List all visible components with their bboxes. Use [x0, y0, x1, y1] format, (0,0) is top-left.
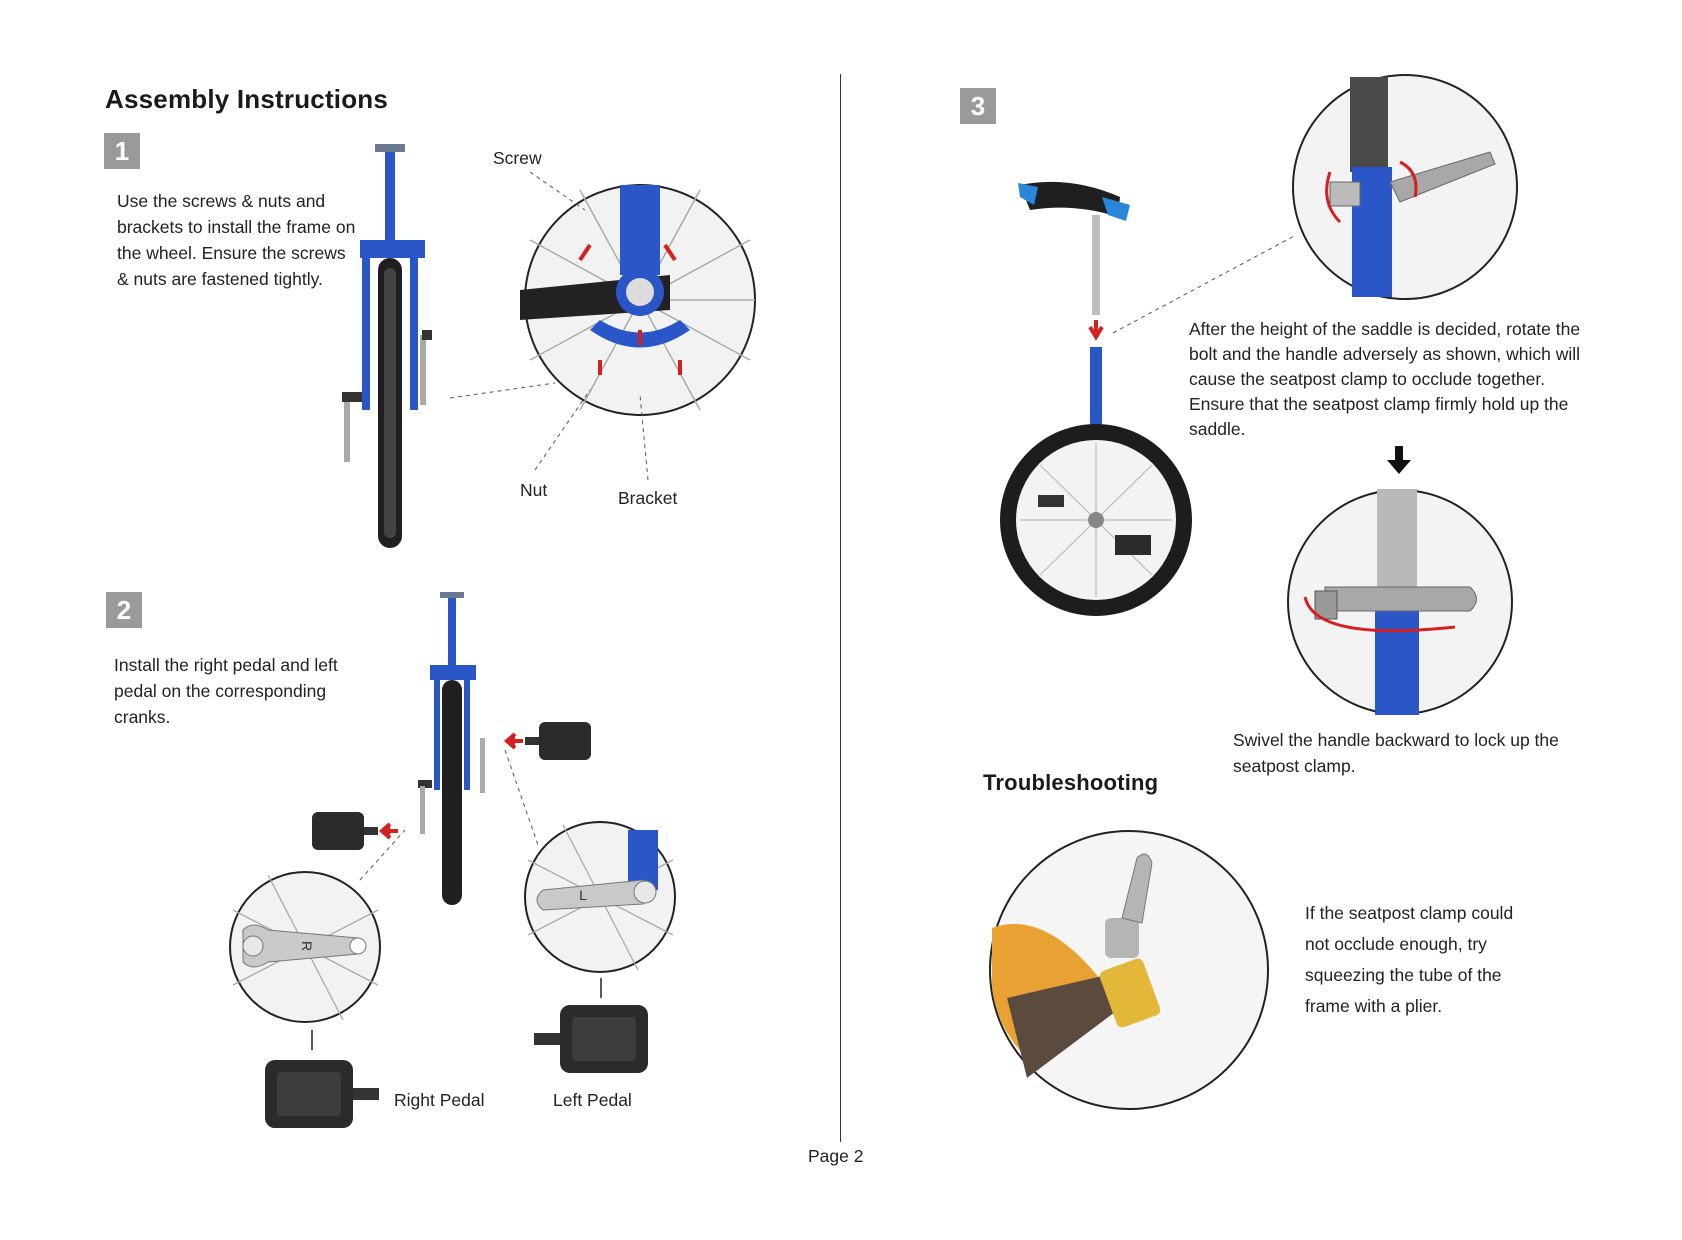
troubleshooting-heading: Troubleshooting: [983, 770, 1159, 795]
unicycle-front-view-illustration: [342, 144, 432, 548]
step-2-badge: 2: [106, 592, 142, 628]
left-crank-detail-circle: L: [524, 821, 676, 973]
frame-bracket-detail-circle: [520, 184, 756, 416]
seatpost-clamp-lock-detail-circle: [1287, 489, 1513, 715]
left-side-pedal-icon: [312, 812, 398, 850]
left-pedal-label: Left Pedal: [553, 1090, 632, 1110]
crank-right-mark: R: [299, 941, 315, 951]
right-crank-detail-circle: R: [229, 871, 381, 1023]
down-arrow-icon: [1387, 446, 1411, 474]
seatpost-clamp-rotate-detail-circle: [1292, 74, 1518, 300]
callout-line-step-3: [1112, 234, 1297, 334]
right-side-pedal-icon: [503, 722, 591, 760]
step-2-instructions: Install the right pedal and left pedal o…: [114, 655, 338, 727]
crank-left-mark: L: [579, 887, 587, 903]
step-3-instructions: After the height of the saddle is decide…: [1189, 319, 1581, 439]
page-title: Assembly Instructions: [105, 84, 389, 114]
screw-label: Screw: [493, 148, 542, 168]
page-number: Page 2: [808, 1146, 864, 1166]
callout-lines-step-1: [449, 171, 649, 481]
assembled-unicycle-illustration: [1000, 181, 1192, 616]
troubleshooting-text: If the seatpost clamp could not occlude …: [1305, 903, 1514, 1016]
step-3-badge: 3: [960, 88, 996, 124]
callout-lines-step-2: [311, 749, 602, 1050]
page-divider: [840, 74, 841, 1142]
unicycle-pedal-install-illustration: [418, 592, 485, 905]
bracket-label: Bracket: [618, 488, 678, 508]
step-3-swivel-text: Swivel the handle backward to lock up th…: [1233, 730, 1559, 776]
plier-squeeze-detail-circle: [989, 830, 1269, 1110]
nut-label: Nut: [520, 480, 548, 500]
right-pedal-label: Right Pedal: [394, 1090, 485, 1110]
left-pedal-icon: [534, 1005, 648, 1073]
step-1-badge: 1: [104, 133, 140, 169]
step-1-instructions: Use the screws & nuts and brackets to in…: [117, 191, 356, 289]
right-pedal-icon: [265, 1060, 379, 1128]
